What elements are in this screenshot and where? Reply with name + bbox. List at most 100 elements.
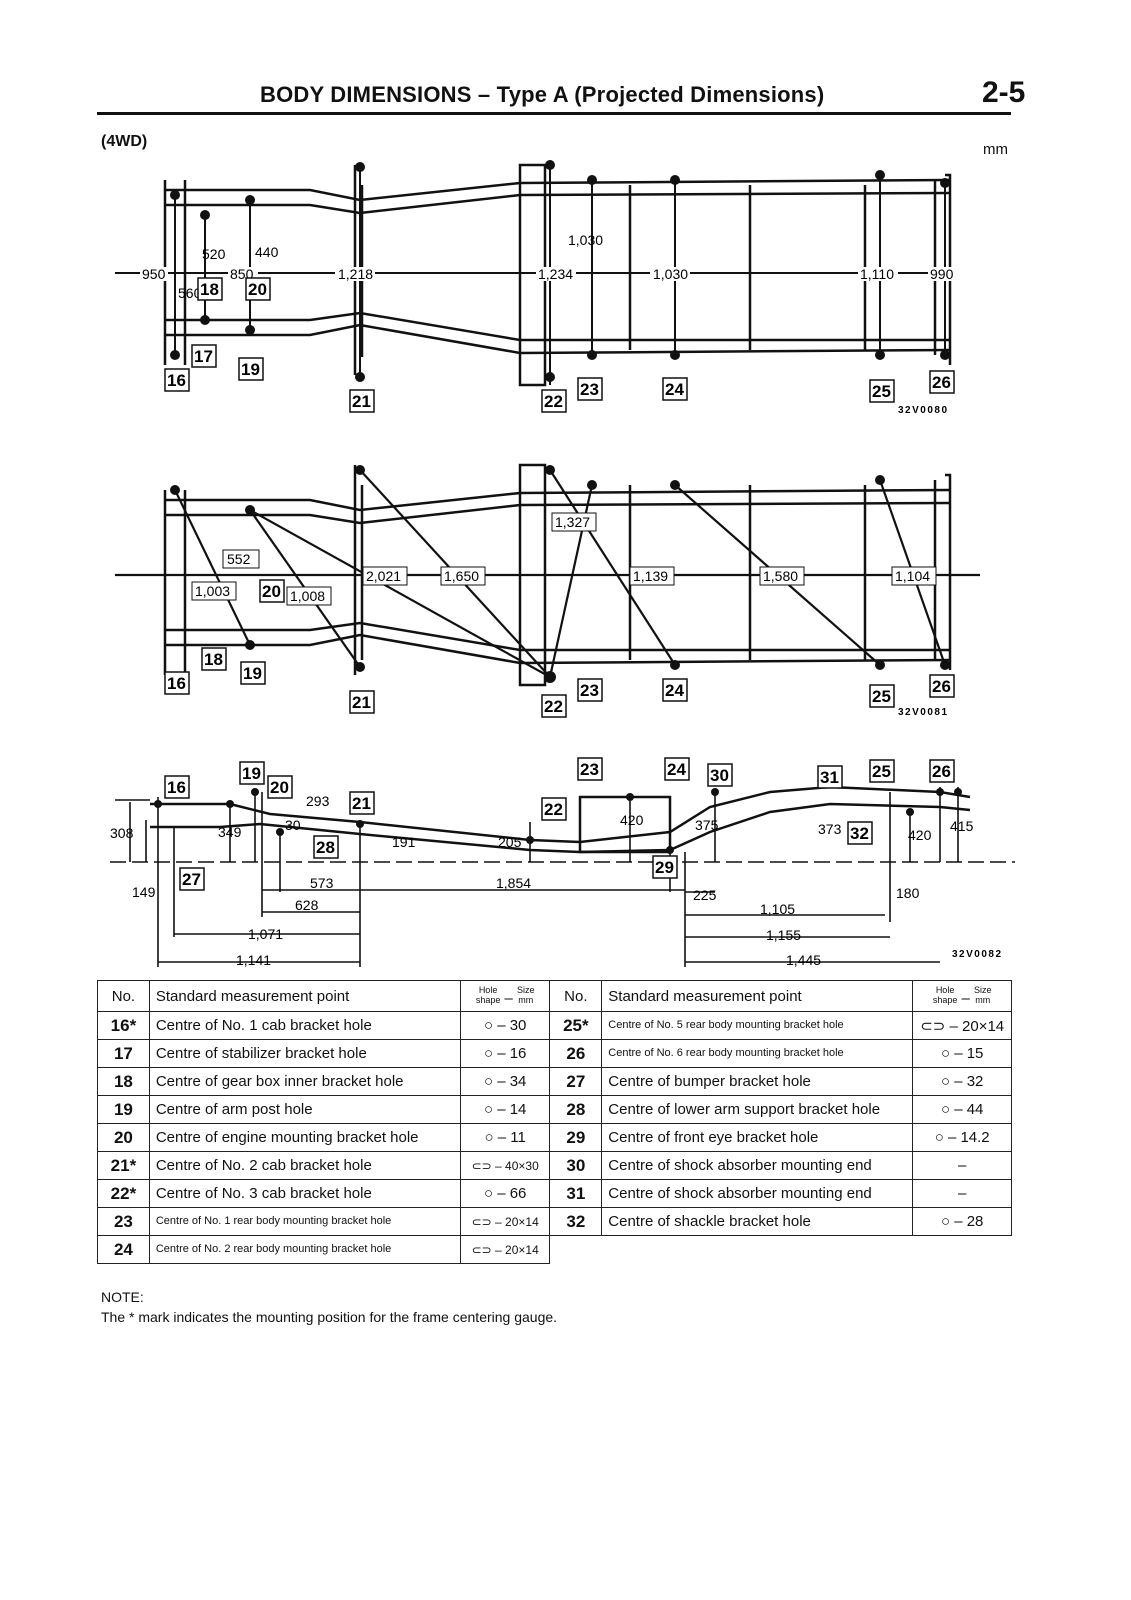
point-marker: 26	[932, 373, 951, 392]
row-hole: ○ – 44	[912, 1095, 1012, 1124]
point-marker: 16	[167, 371, 186, 390]
header-point: Standard measurement point	[601, 980, 914, 1012]
dim-label: 1,030	[568, 232, 603, 248]
point-marker: 16	[167, 778, 186, 797]
row-hole: ⊂⊃ – 20×14	[459, 1235, 551, 1264]
row-point: Centre of front eye bracket hole	[601, 1123, 914, 1152]
row-hole: –	[912, 1179, 1012, 1208]
frame-top-view-figure-1: 950 520 440 850 560 1,218 1,234 1,030 1,…	[115, 160, 958, 416]
table-row: 18 Centre of gear box inner bracket hole…	[97, 1067, 1012, 1096]
dim-label: 990	[930, 266, 954, 282]
dim-label: 560	[178, 285, 202, 301]
table-row: 17 Centre of stabilizer bracket hole ○ –…	[97, 1039, 1012, 1068]
row-point: Centre of No. 5 rear body mounting brack…	[601, 1011, 914, 1040]
row-point: Centre of shock absorber mounting end	[601, 1179, 914, 1208]
dim-label: 1,141	[236, 952, 271, 968]
point-marker: 23	[580, 760, 599, 779]
dim-label: 1,110	[860, 266, 894, 282]
row-no: 17	[97, 1039, 150, 1068]
dim-label: 375	[695, 817, 719, 833]
row-hole: ○ – 11	[459, 1123, 551, 1152]
row-point: Centre of lower arm support bracket hole	[601, 1095, 914, 1124]
point-marker: 19	[243, 664, 262, 683]
row-no: 28	[549, 1095, 603, 1124]
point-marker: 18	[200, 280, 219, 299]
table-row: 20 Centre of engine mounting bracket hol…	[97, 1123, 1012, 1152]
dim-label: 1,445	[786, 952, 821, 968]
row-no: 18	[97, 1067, 150, 1096]
dim-label: 440	[255, 244, 279, 260]
row-no: 21*	[97, 1151, 150, 1180]
header-no: No.	[549, 980, 603, 1012]
frame-top-view-figure-2: 552 1,003 1,008 2,021 1,650 1,327 1,139 …	[115, 463, 980, 718]
row-no: 24	[97, 1235, 150, 1264]
point-marker: 21	[352, 693, 371, 712]
row-no: 20	[97, 1123, 150, 1152]
dim-label: 1,234	[538, 266, 573, 282]
point-marker: 17	[194, 347, 213, 366]
point-marker: 20	[262, 582, 281, 601]
row-hole: ○ – 34	[459, 1067, 551, 1096]
empty-cell	[549, 1235, 1012, 1264]
point-marker: 18	[204, 650, 223, 669]
row-hole: ⊂⊃ – 40×30	[459, 1151, 551, 1180]
page-title: BODY DIMENSIONS – Type A (Projected Dime…	[260, 82, 825, 107]
header-rule	[97, 112, 1011, 115]
row-no: 26	[549, 1039, 603, 1068]
dim-label: 415	[950, 818, 974, 834]
row-point: Centre of gear box inner bracket hole	[148, 1067, 461, 1096]
point-marker: 28	[316, 838, 335, 857]
header-no: No.	[97, 980, 150, 1012]
figure-code: 32V0081	[898, 707, 949, 718]
row-hole: ○ – 14.2	[912, 1123, 1012, 1152]
dim-label: 373	[818, 821, 842, 837]
dim-label: 1,104	[895, 568, 930, 584]
dim-label: 420	[620, 812, 644, 828]
dim-label: 1,105	[760, 901, 795, 917]
row-hole: ○ – 28	[912, 1207, 1012, 1236]
point-marker: 27	[182, 870, 201, 889]
point-marker: 25	[872, 382, 891, 401]
row-no: 19	[97, 1095, 150, 1124]
row-hole: –	[912, 1151, 1012, 1180]
dim-label: 30	[285, 817, 301, 833]
row-no: 30	[549, 1151, 603, 1180]
point-marker: 25	[872, 687, 891, 706]
table-row: 22* Centre of No. 3 cab bracket hole ○ –…	[97, 1179, 1012, 1208]
row-hole: ⊂⊃ – 20×14	[459, 1207, 551, 1236]
note-title: NOTE:	[101, 1289, 144, 1305]
dim-label: 1,580	[763, 568, 798, 584]
row-hole: ○ – 14	[459, 1095, 551, 1124]
dim-label: 1,139	[633, 568, 668, 584]
table-row: 24 Centre of No. 2 rear body mounting br…	[97, 1235, 1012, 1264]
page-number: 2-5	[982, 76, 1026, 109]
header-point: Standard measurement point	[148, 980, 461, 1012]
dim-label: 1,327	[555, 514, 590, 530]
dim-label: 573	[310, 875, 334, 891]
row-no: 27	[549, 1067, 603, 1096]
point-marker: 23	[580, 681, 599, 700]
point-marker: 22	[544, 800, 563, 819]
dim-label: 191	[392, 834, 416, 850]
row-no: 29	[549, 1123, 603, 1152]
dim-label: 1,854	[496, 875, 531, 891]
row-no: 31	[549, 1179, 603, 1208]
dim-label: 552	[227, 551, 251, 567]
point-marker: 26	[932, 677, 951, 696]
variant-label: (4WD)	[101, 133, 148, 150]
dim-label: 420	[908, 827, 932, 843]
dim-label: 628	[295, 897, 319, 913]
row-point: Centre of bumper bracket hole	[601, 1067, 914, 1096]
row-point: Centre of No. 3 cab bracket hole	[148, 1179, 461, 1208]
figure-code: 32V0080	[898, 405, 949, 416]
row-hole: ○ – 66	[459, 1179, 551, 1208]
dim-label: 1,030	[653, 266, 688, 282]
unit-label: mm	[983, 141, 1008, 158]
point-marker: 24	[665, 681, 684, 700]
dim-label: 950	[142, 266, 166, 282]
point-marker: 25	[872, 762, 891, 781]
point-marker: 24	[667, 760, 686, 779]
dim-label: 180	[896, 885, 920, 901]
row-point: Centre of No. 2 rear body mounting brack…	[148, 1235, 461, 1264]
